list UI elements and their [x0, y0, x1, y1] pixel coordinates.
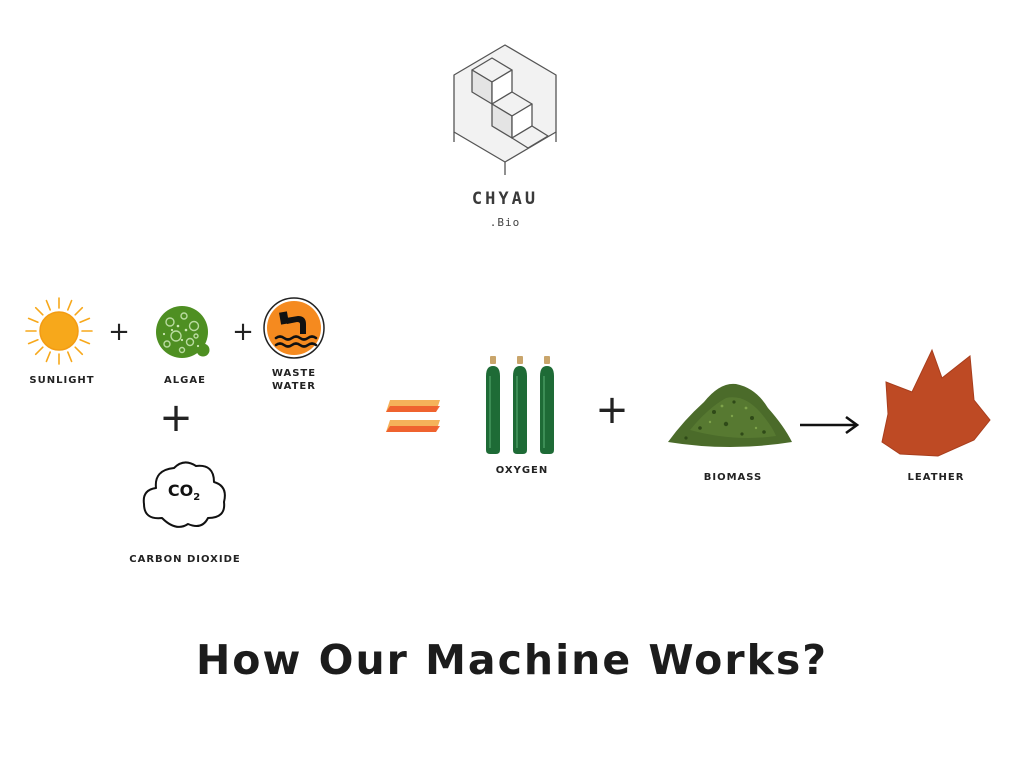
- plus-sign-large: +: [159, 395, 193, 441]
- co2-formula: CO2: [167, 481, 201, 504]
- carbon-dioxide-label: CARBON DIOXIDE: [129, 554, 241, 565]
- biomass-icon: [668, 383, 792, 447]
- page-headline: How Our Machine Works?: [195, 636, 829, 684]
- co2-cloud-icon: [142, 461, 226, 528]
- brand-suffix: .Bio: [489, 216, 521, 229]
- arrow-right-icon: [800, 415, 860, 435]
- sunlight-label: SUNLIGHT: [29, 375, 95, 386]
- oxygen-cylinder-icon: [486, 356, 554, 454]
- algae-label: ALGAE: [164, 375, 206, 386]
- plus-sign-large: +: [595, 387, 629, 433]
- brand-name: CHYAU: [471, 189, 539, 209]
- leather-icon: [881, 348, 991, 457]
- equals-icon: [386, 400, 440, 432]
- sun-icon: [25, 297, 93, 365]
- logo-cube-icon: [453, 44, 557, 175]
- oxygen-label: OXYGEN: [495, 465, 549, 476]
- algae-icon: [156, 306, 210, 358]
- biomass-label: BIOMASS: [703, 472, 763, 483]
- plus-sign: +: [108, 317, 130, 347]
- waste-water-label-line1: WASTE: [271, 368, 317, 379]
- waste-water-icon: [263, 297, 325, 359]
- plus-sign: +: [232, 317, 254, 347]
- leather-label: LEATHER: [907, 472, 965, 483]
- waste-water-label-line2: WATER: [272, 381, 316, 392]
